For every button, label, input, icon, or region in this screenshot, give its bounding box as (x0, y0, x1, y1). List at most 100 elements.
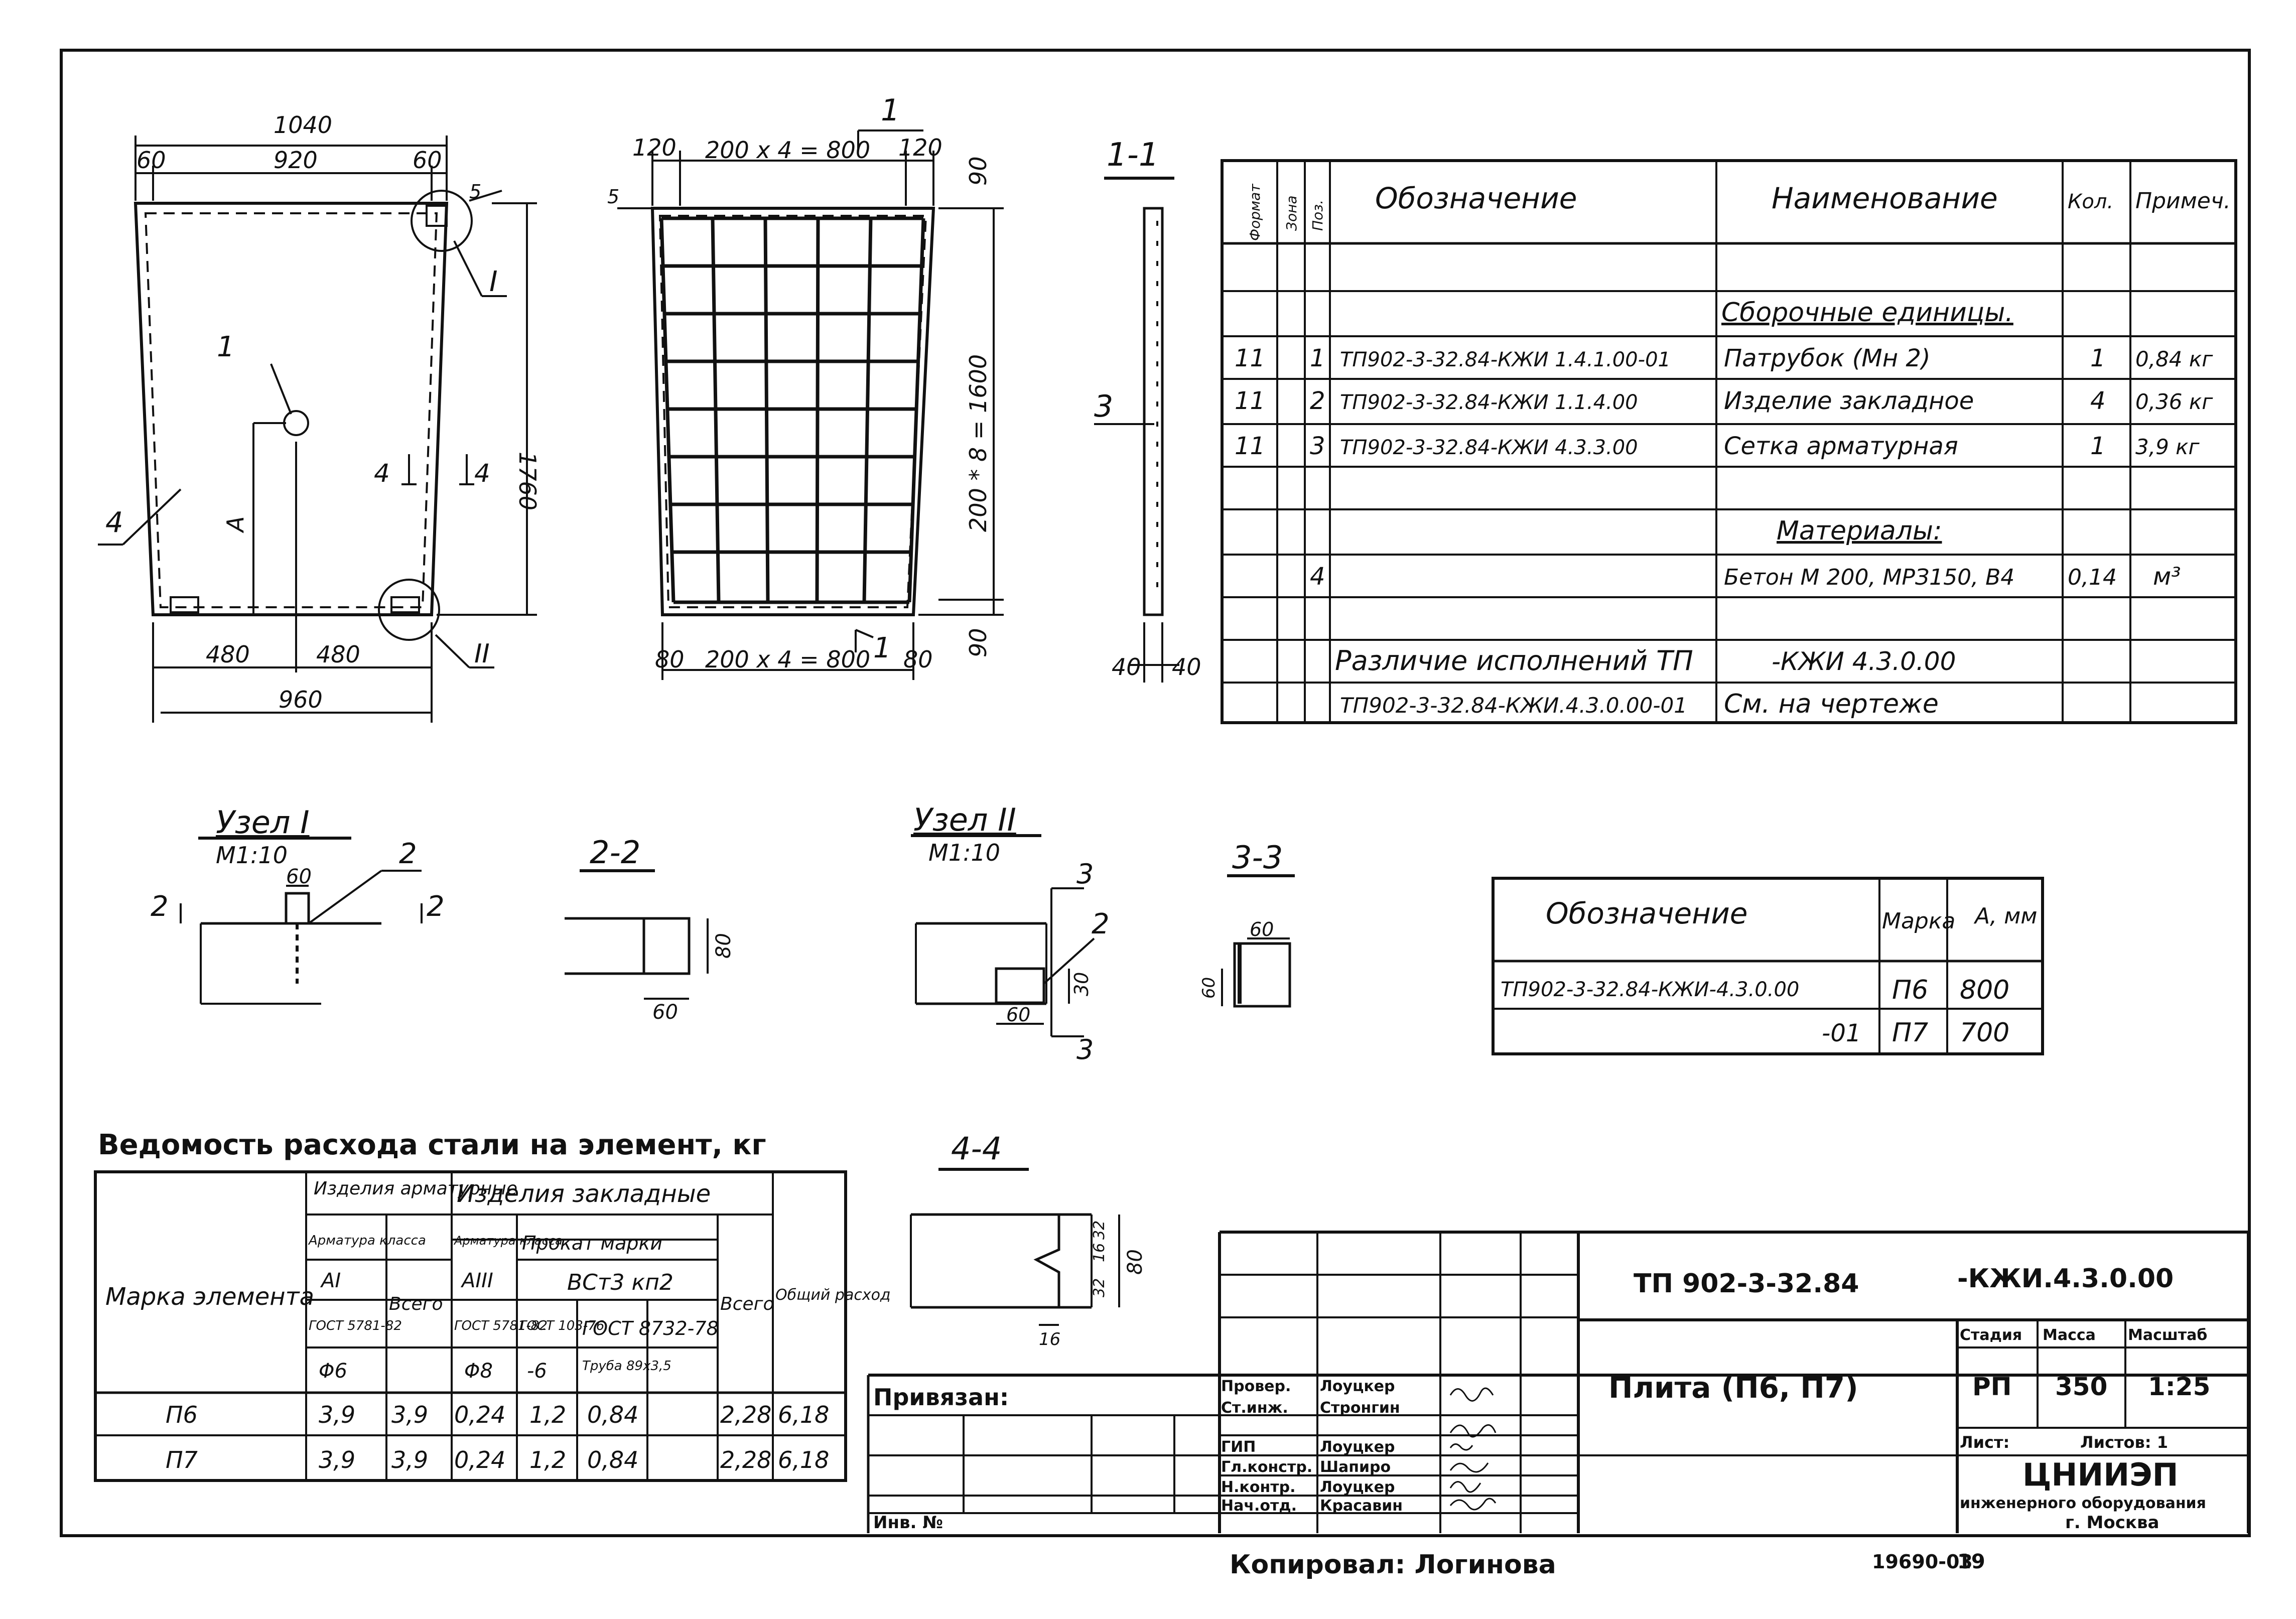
variant-row-2-designation: -01 (1822, 1019, 1861, 1047)
tb-archive: 19690-03 (1872, 1551, 1973, 1573)
tb-role-3: ГИП (1221, 1438, 1256, 1456)
mesh-dim-120-left: 120 (632, 134, 677, 161)
title-block-grid (867, 1231, 2250, 1533)
mesh-dim-vertical: 200 * 8 = 1600 (965, 354, 992, 532)
section-4-4-dim-1: 32 (1091, 1221, 1108, 1240)
section-4-4 (910, 1168, 1120, 1326)
steel-row-1-mark: П6 (166, 1401, 198, 1428)
section-4-4-title: 4-4 (951, 1130, 1002, 1167)
dim-480-right: 480 (316, 641, 360, 668)
spec-row-2-pos: 2 (1310, 387, 1325, 415)
spec-variants-code: -КЖИ 4.3.0.00 (1772, 647, 1956, 676)
patrubok-hole (283, 410, 309, 436)
steel-row-2-c7: 6,18 (778, 1446, 829, 1473)
tb-sheets-h: Листов: 1 (2080, 1433, 2168, 1452)
steel-row-2-c3: 0,24 (454, 1446, 505, 1473)
steel-h-rebar-class: Арматура класса (308, 1233, 426, 1248)
variant-row-2-mark: П7 (1892, 1018, 1928, 1048)
steel-h-d8: Φ8 (464, 1360, 493, 1383)
steel-h-mark: Марка элемента (105, 1283, 314, 1311)
node-1-marker: I (489, 265, 498, 298)
steel-h-class-a1: АI (320, 1269, 341, 1292)
steel-h-rolled: Прокат марки (522, 1232, 662, 1254)
steel-row-2-c6: 2,28 (720, 1446, 771, 1473)
section-4-4-dim-2: 16 (1091, 1243, 1108, 1262)
tb-name-4: Шапиро (1320, 1458, 1391, 1476)
spec-row-1-pos: 1 (1310, 344, 1325, 372)
sheet-border (60, 49, 2251, 1537)
section-4-4-dim-bottom: 16 (1039, 1329, 1060, 1350)
node-1-sec-right: 2 (427, 890, 445, 923)
spec-material-name: Бетон М 200, МРЗ150, В4 (1724, 565, 2014, 590)
section-1-bottom-label: 1 (873, 632, 891, 664)
tb-name-2: Стронгин (1320, 1399, 1400, 1417)
tb-drawing-title: Плита (П6, П7) (1608, 1371, 1858, 1405)
steel-h-gost2: ГОСТ 5781-82 (454, 1318, 548, 1333)
tb-role-6: Нач.отд. (1221, 1497, 1297, 1515)
node-1-detail (180, 837, 423, 1005)
section-4-right-label: 4 (474, 459, 490, 488)
spec-variants-label2: ТП902-3-32.84-КЖИ.4.3.0.00-01 (1340, 693, 1687, 718)
tb-copied: Копировал: Логинова (1230, 1550, 1556, 1580)
steel-h-steel: ВСт3 кп2 (567, 1270, 673, 1295)
variant-h-a: А, мм (1973, 903, 2037, 929)
node-1-pos: 2 (399, 838, 417, 870)
tb-bound: Привязан: (873, 1384, 1009, 1411)
mesh-dim-120-right: 120 (898, 134, 942, 161)
section-4-left-label: 4 (374, 459, 390, 488)
node-2-dim-h: 60 (1006, 1004, 1030, 1026)
section-3-3-dim-left: 60 (1199, 977, 1219, 999)
spec-row-3-pos: 3 (1310, 432, 1325, 460)
section-3-3 (1221, 874, 1295, 1008)
spec-row-1-qty: 1 (2090, 344, 2106, 372)
spec-row-3-designation: ТП902-3-32.84-КЖИ 4.3.3.00 (1340, 436, 1638, 459)
node-2-callout (378, 579, 440, 641)
steel-row-2-c1: 3,9 (319, 1446, 355, 1473)
section-1-top-label: 1 (881, 93, 900, 128)
node-1-dim: 60 (286, 865, 312, 888)
dim-960: 960 (279, 686, 323, 713)
node-1-title: Узел I (216, 804, 310, 841)
node-1-callout (411, 190, 473, 252)
variant-h-mark: Марка (1882, 908, 1955, 934)
tb-org-city: г. Москва (2065, 1513, 2159, 1533)
variant-row-1-a: 800 (1960, 975, 2009, 1005)
variant-row-1-mark: П6 (1892, 975, 1928, 1005)
steel-row-2-c5: 0,84 (587, 1446, 638, 1473)
tb-role-5: Н.контр. (1221, 1478, 1295, 1496)
mesh-dim-80-right: 80 (903, 646, 933, 673)
node-2-marker: II (474, 639, 490, 669)
steel-row-1-c6: 2,28 (720, 1401, 771, 1428)
steel-row-1-c5: 0,84 (587, 1401, 638, 1428)
variant-table-grid (1492, 877, 2044, 1055)
mesh-dim-90-bottom: 90 (965, 628, 992, 657)
mesh-dim-5: 5 (607, 186, 619, 208)
steel-h-rebar-class2: Арматура класса (453, 1234, 563, 1248)
spec-row-3-format: 11 (1235, 432, 1265, 460)
tb-sheet-code: -КЖИ.4.3.0.00 (1957, 1264, 2174, 1294)
section-2-2-title: 2-2 (590, 834, 640, 871)
spec-row-2-qty: 4 (2090, 387, 2106, 415)
section-3-3-title: 3-3 (1232, 839, 1283, 876)
tb-name-5: Лоуцкер (1320, 1478, 1395, 1496)
section-4-4-dim-total: 80 (1124, 1249, 1147, 1275)
spec-h-designation: Обозначение (1375, 181, 1577, 215)
section-4-4-dim-3: 32 (1091, 1278, 1108, 1297)
spec-row-3-name: Сетка арматурная (1724, 432, 1958, 460)
node-2-pos: 2 (1092, 908, 1110, 940)
steel-row-2-mark: П7 (166, 1446, 198, 1473)
tb-scale: 1:25 (2148, 1372, 2210, 1401)
spec-h-name: Наименование (1772, 181, 1998, 215)
tb-stage: РП (1972, 1372, 2012, 1401)
tb-mass: 350 (2055, 1372, 2107, 1401)
steel-h-total: Всего (389, 1294, 443, 1314)
section-3-3-dim-top: 60 (1250, 918, 1274, 940)
tb-scale-h: Масштаб (2128, 1326, 2207, 1344)
spec-row-2-designation: ТП902-3-32.84-КЖИ 1.1.4.00 (1340, 391, 1638, 414)
spec-assemblies-title: Сборочные единицы. (1721, 298, 2013, 328)
steel-h-pipe: Труба 89х3,5 (582, 1359, 671, 1374)
dim-920: 920 (274, 147, 318, 174)
node-2-detail (911, 834, 1095, 1037)
steel-h-total2: Всего (720, 1294, 774, 1314)
